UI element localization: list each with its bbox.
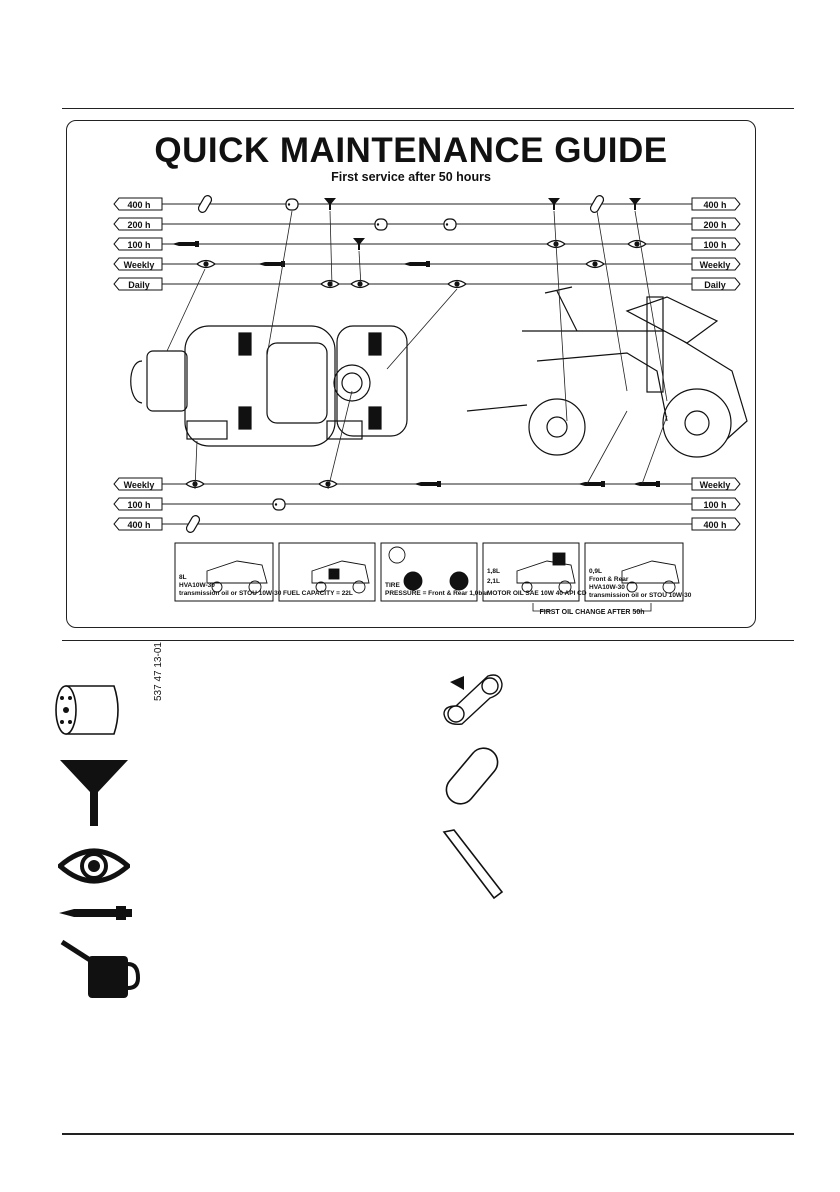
top-rule: [62, 108, 794, 109]
box4-line1: 1,8L: [487, 568, 500, 575]
tag-right-200h: 200 h: [703, 220, 726, 230]
tag-left-400h: 400 h: [127, 200, 150, 210]
eye-icon: [58, 848, 130, 884]
eye-icon: [196, 259, 216, 269]
row-symbols-bottom: [185, 479, 660, 534]
guide-subtitle: First service after 50 hours: [331, 170, 491, 184]
grease-gun-icon: [59, 906, 132, 920]
box1-line2: HVA10W-30: [179, 582, 215, 589]
box5-line2: Front & Rear: [589, 576, 629, 583]
symbol-legend: [0, 640, 840, 998]
grease-gun-icon: [633, 481, 660, 487]
tag-bottom-right-weekly: Weekly: [700, 480, 731, 490]
eye-icon: [585, 259, 605, 269]
grease-gun-icon: [414, 481, 441, 487]
eye-icon: [350, 279, 370, 289]
tag-left-100h: 100 h: [127, 240, 150, 250]
tag-bottom-left-weekly: Weekly: [124, 480, 155, 490]
box5-line3: HVA10W-30: [589, 584, 625, 591]
oil-change-note: FIRST OIL CHANGE AFTER 50h: [539, 609, 644, 616]
tag-left-weekly: Weekly: [124, 260, 155, 270]
box1-line1: 8L: [179, 574, 187, 581]
eye-icon: [447, 279, 467, 289]
guide-title: QUICK MAINTENANCE GUIDE: [154, 131, 668, 170]
bottom-rule: [62, 1133, 794, 1135]
box2-line1: FUEL CAPACITY = 22L: [283, 590, 353, 597]
air-filter-icon: [445, 747, 499, 805]
tag-bottom-left-100h: 100 h: [127, 500, 150, 510]
row-symbols-top: [172, 194, 647, 289]
mower-side-view: [466, 286, 748, 458]
fuel-filter-icon: [285, 198, 299, 211]
box5-line1: 0,9L: [589, 568, 602, 575]
funnel-icon: [60, 760, 128, 826]
box1-line3: transmission oil or STOU 10W-30: [179, 590, 282, 597]
tag-right-400h: 400 h: [703, 200, 726, 210]
box4-line3: MOTOR OIL SAE 10W 40 API CD: [487, 590, 587, 597]
box5-line4: transmission oil or STOU 10W-30: [589, 592, 692, 599]
box3-line1: TIRE: [385, 582, 400, 589]
eye-icon: [320, 279, 340, 289]
interval-rows-bottom: [149, 483, 695, 525]
belt-icon: [443, 674, 503, 725]
tag-left-daily: Daily: [128, 280, 150, 290]
box3-line2: PRESSURE = Front & Rear 1,0bar: [385, 590, 489, 597]
callout-lines: [166, 210, 668, 490]
grease-gun-icon: [258, 261, 285, 267]
mower-top-view: [130, 325, 408, 447]
oil-change-bracket: [532, 603, 652, 612]
interval-rows-top: [149, 203, 695, 285]
grease-gun-icon: [578, 481, 605, 487]
spark-plug-icon: [443, 218, 457, 231]
filter-icon: [272, 498, 286, 511]
eye-icon: [627, 239, 647, 249]
oil-can-icon: [60, 939, 140, 998]
tag-right-100h: 100 h: [703, 240, 726, 250]
blade-icon: [442, 829, 504, 900]
tag-right-weekly: Weekly: [700, 260, 731, 270]
eye-icon: [318, 479, 338, 489]
info-box-art: [206, 546, 680, 594]
grease-gun-icon: [172, 241, 199, 247]
middle-rule: [62, 640, 794, 641]
quick-maintenance-guide-panel: QUICK MAINTENANCE GUIDE First service af…: [66, 120, 756, 701]
tag-bottom-left-400h: 400 h: [127, 520, 150, 530]
tag-left-200h: 200 h: [127, 220, 150, 230]
filter-icon: [374, 218, 388, 231]
box4-line2: 2,1L: [487, 578, 500, 585]
maintenance-diagram: 400 h 200 h 100 h Weekly Daily 400 h 200…: [113, 194, 748, 616]
tag-right-daily: Daily: [704, 280, 726, 290]
filter-icon: [55, 685, 119, 735]
tag-bottom-right-400h: 400 h: [703, 520, 726, 530]
grease-gun-icon: [403, 261, 430, 267]
tag-bottom-right-100h: 100 h: [703, 500, 726, 510]
